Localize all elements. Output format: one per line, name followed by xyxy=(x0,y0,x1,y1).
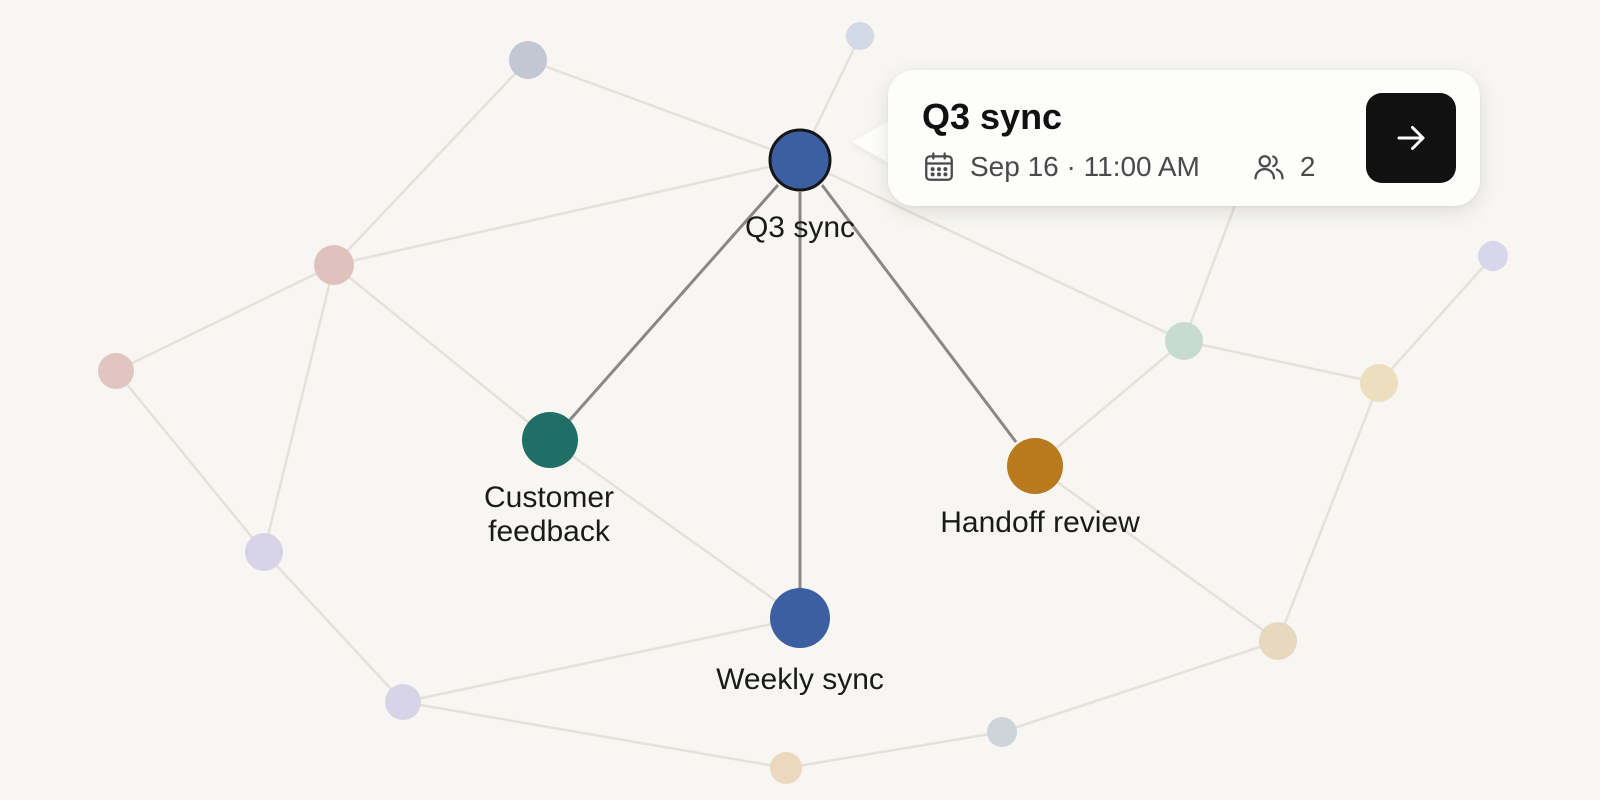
node-weekly-sync[interactable] xyxy=(770,588,830,648)
label-weekly-sync: Weekly sync xyxy=(716,663,884,696)
edge-q3-handoff-review xyxy=(820,184,1018,443)
arrow-right-icon xyxy=(1393,120,1429,156)
label-q3-sync: Q3 sync xyxy=(745,211,855,244)
graph-node[interactable] xyxy=(770,752,802,784)
graph-node[interactable] xyxy=(846,22,874,50)
people-icon xyxy=(1252,150,1286,184)
graph-node[interactable] xyxy=(1360,364,1398,402)
background-nodes xyxy=(98,22,1508,784)
graph-node[interactable] xyxy=(314,245,354,285)
node-labels: Q3 sync Customer feedback Weekly sync Ha… xyxy=(484,211,1140,696)
graph-node[interactable] xyxy=(1259,622,1297,660)
graph-node[interactable] xyxy=(1478,241,1508,271)
graph-node[interactable] xyxy=(245,533,283,571)
label-handoff-review: Handoff review xyxy=(940,506,1140,539)
edge-q3-customer-feedback xyxy=(566,184,780,423)
focus-nodes xyxy=(522,128,1063,648)
graph-node[interactable] xyxy=(509,41,547,79)
node-customer-feedback[interactable] xyxy=(522,412,578,468)
tooltip-meta: Sep 16 · 11:00 AM 2 xyxy=(922,150,1315,184)
node-handoff-review[interactable] xyxy=(1007,438,1063,494)
attendee-count: 2 xyxy=(1299,151,1316,182)
label-customer-feedback-line2: feedback xyxy=(488,515,611,548)
graph-node[interactable] xyxy=(987,717,1017,747)
tooltip-date-time: Sep 16 · 11:00 AM xyxy=(970,151,1200,182)
graph-node[interactable] xyxy=(1165,322,1203,360)
node-q3-sync[interactable] xyxy=(768,128,832,192)
active-edges xyxy=(566,184,1018,590)
calendar-icon xyxy=(922,150,956,184)
tooltip-pointer xyxy=(852,120,890,164)
graph-node[interactable] xyxy=(98,353,134,389)
open-meeting-button[interactable] xyxy=(1366,93,1456,183)
attendee-group: 2 xyxy=(1252,150,1316,184)
meeting-tooltip: Q3 sync Sep 16 · 11:00 AM xyxy=(888,70,1480,206)
graph-node[interactable] xyxy=(385,684,421,720)
tooltip-title: Q3 sync xyxy=(922,96,1063,137)
background-edges xyxy=(115,35,1494,770)
label-customer-feedback-line1: Customer xyxy=(484,481,614,514)
